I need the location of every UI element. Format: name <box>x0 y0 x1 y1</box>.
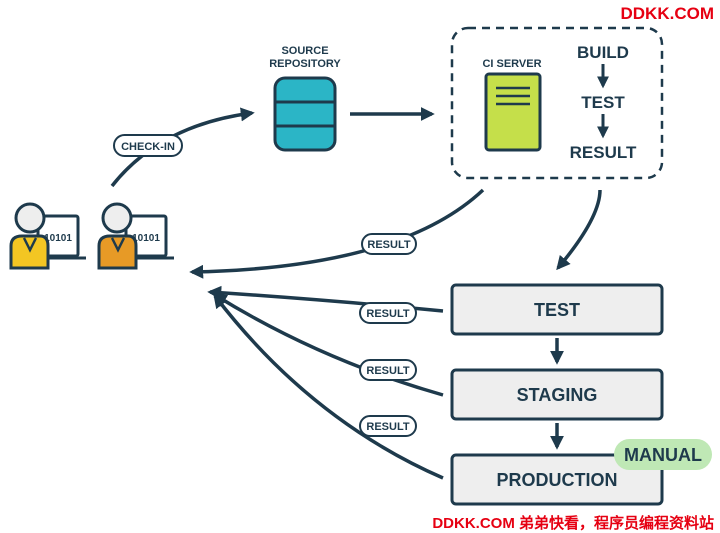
manual-badge <box>614 439 712 470</box>
ci-server-label: CI SERVER <box>482 58 541 70</box>
developer-2-head <box>101 202 133 234</box>
stage-production-label: PRODUCTION <box>497 470 618 490</box>
stage-test-label: TEST <box>534 300 580 320</box>
stage-production <box>450 453 664 506</box>
ci-test-label: TEST <box>581 93 625 112</box>
developer-1: 10101 <box>9 202 86 270</box>
result-label-3: RESULT <box>366 365 409 377</box>
developer-1-code: 10101 <box>44 233 72 244</box>
check-in-pill <box>113 134 183 157</box>
ci-to-test-arrow <box>556 189 602 271</box>
result-label-1: RESULT <box>367 239 410 251</box>
check-in-label: CHECK-IN <box>121 141 175 153</box>
developer-1-head <box>14 202 46 234</box>
staging-result-arrow <box>212 293 444 397</box>
result-label-2: RESULT <box>366 308 409 320</box>
result-pill-4 <box>359 415 417 437</box>
production-result-arrow <box>213 293 444 480</box>
repository-title-line1: SOURCE <box>281 45 328 57</box>
stage-staging <box>450 368 664 421</box>
result-pill-2 <box>359 302 417 324</box>
ci-server-box <box>450 26 664 180</box>
watermark-bottom: DDKK.COM 弟弟快看，程序员编程资料站 <box>432 515 714 532</box>
developer-2: 10101 <box>97 202 174 270</box>
result-label-4: RESULT <box>366 421 409 433</box>
stage-staging-label: STAGING <box>517 385 598 405</box>
ci-result-arrow <box>189 188 485 279</box>
repository-title-line2: REPOSITORY <box>269 58 341 70</box>
developer-1-body <box>9 234 50 270</box>
server-icon <box>484 72 542 152</box>
ci-result-label: RESULT <box>570 143 637 162</box>
ci-build-label: BUILD <box>577 43 629 62</box>
watermark-top: DDKK.COM <box>620 4 715 23</box>
result-pill-1 <box>361 233 417 255</box>
stage-test <box>450 283 664 336</box>
developer-2-code: 10101 <box>132 233 160 244</box>
database-icon <box>273 76 337 152</box>
result-pill-3 <box>359 359 417 381</box>
developer-2-body <box>97 234 138 270</box>
manual-badge-label: MANUAL <box>624 445 702 465</box>
